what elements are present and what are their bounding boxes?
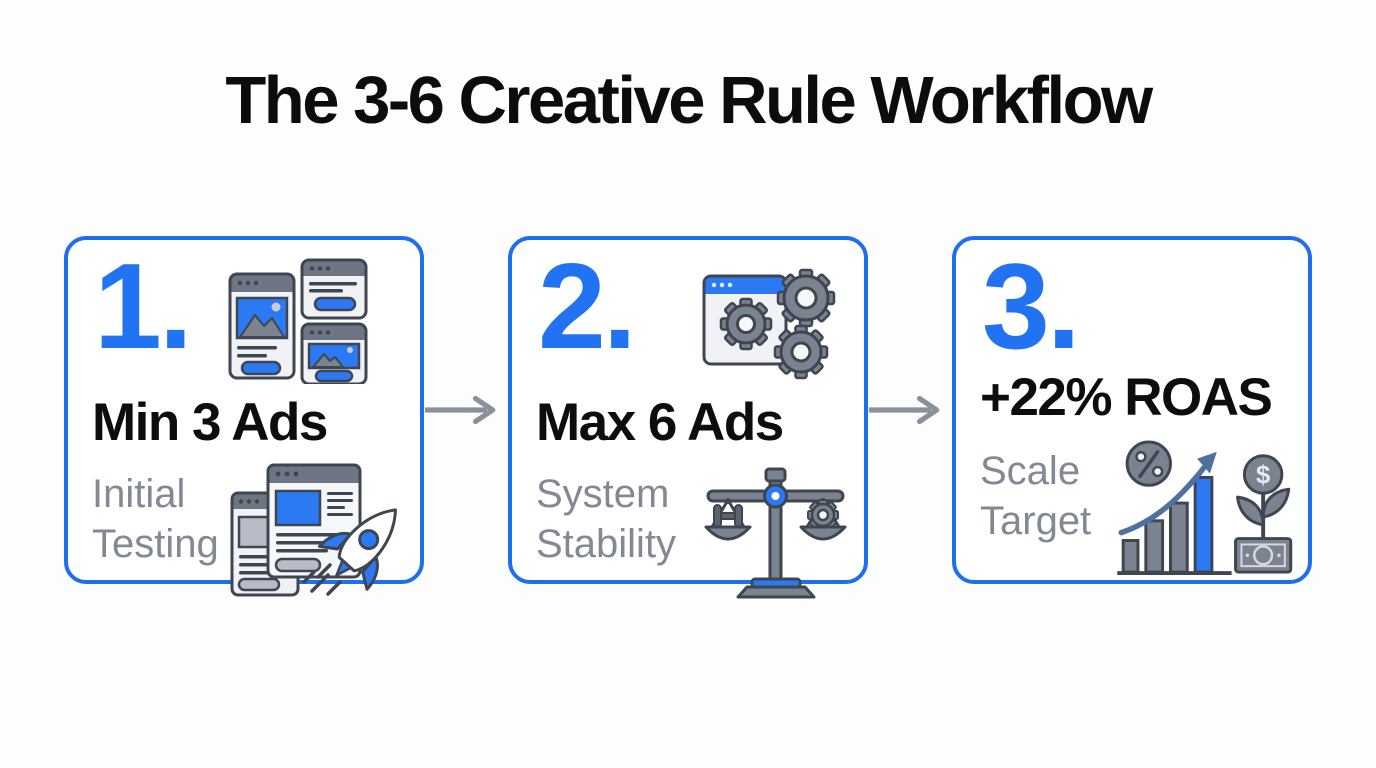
browser-gears-icon (702, 268, 836, 379)
workflow-steps-row: 1. (0, 235, 1376, 599)
rocket-launch-icon (230, 463, 397, 597)
step-3-subheading: Scale Target (980, 448, 1092, 543)
step-3-number: 3. (982, 237, 1081, 374)
step-card-2: 2. (508, 235, 868, 599)
growth-chart-money-icon: $ (1117, 440, 1293, 575)
step-card-1: 1. (64, 235, 424, 597)
step-1-heading: Min 3 Ads (92, 392, 328, 452)
right-arrow-icon (868, 395, 952, 425)
ad-previews-icon (228, 258, 368, 384)
page-title: The 3-6 Creative Rule Workflow (225, 63, 1153, 138)
step-1-number: 1. (94, 237, 193, 374)
step-3-heading: +22% ROAS (980, 367, 1273, 427)
step-card-3: 3. +22% ROAS Scale Target (952, 235, 1312, 584)
step-1-subheading: Initial Testing (92, 471, 219, 566)
workflow-infographic: The 3-6 Creative Rule Workflow 1. (0, 64, 1376, 768)
step-2-subheading: System Stability (536, 471, 677, 566)
dollar-glyph: $ (1256, 461, 1270, 489)
step-2-number: 2. (538, 237, 637, 374)
right-arrow-icon (424, 395, 508, 425)
step-2-heading: Max 6 Ads (536, 392, 784, 452)
balance-scale-icon (704, 467, 847, 599)
